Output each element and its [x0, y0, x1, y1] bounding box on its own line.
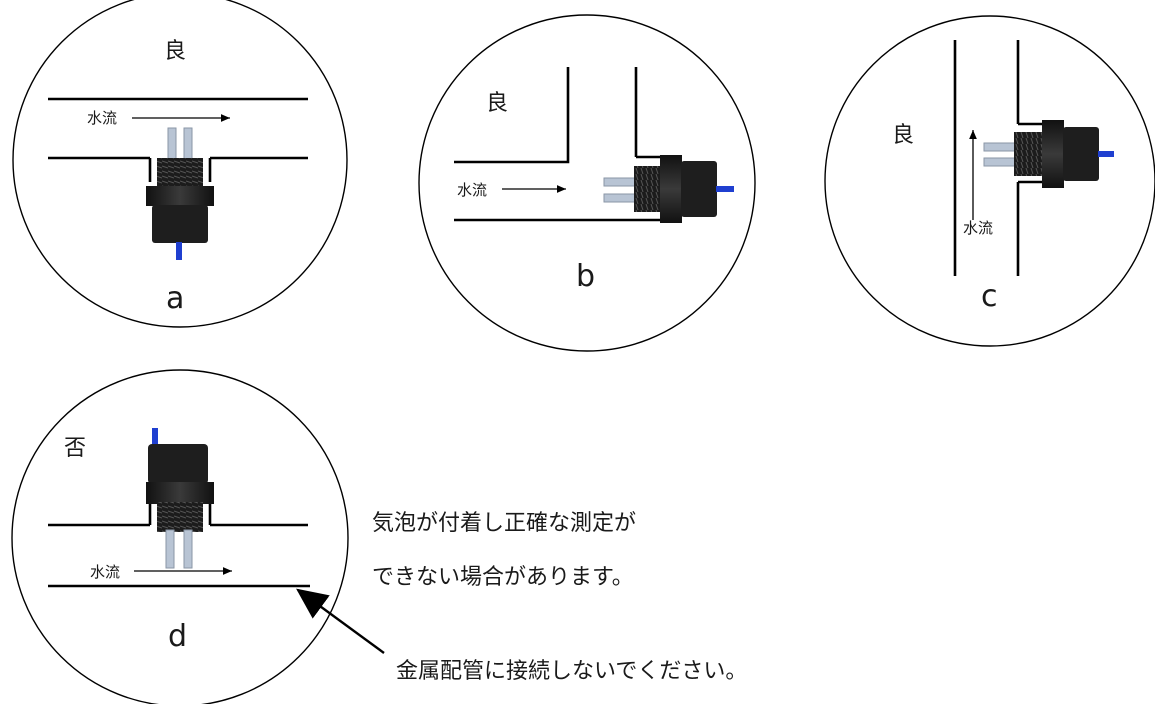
diagram-a-letter: a	[166, 281, 184, 316]
sensor-nut	[146, 482, 214, 504]
sensor-body	[148, 444, 208, 484]
electrode-pin	[983, 157, 1019, 167]
bubble-warning-line2: できない場合があります。	[372, 565, 634, 590]
sensor-thread	[157, 502, 203, 532]
diagram-c: 良 水流 c	[824, 15, 1155, 347]
flow-label: 水流	[457, 181, 487, 199]
sensor-wire	[152, 428, 158, 446]
sensor-body	[1063, 127, 1099, 181]
diagram-a: 良 水流 a	[12, 0, 348, 328]
electrode-pin	[183, 529, 193, 569]
diagram-b: 良 水流 b	[418, 14, 756, 352]
sensor-body	[681, 161, 717, 217]
diagram-c-circle	[824, 15, 1155, 347]
diagram-a-circle	[12, 0, 348, 328]
metal-pipe-arrow	[296, 588, 385, 654]
diagram-d-rating: 否	[64, 436, 86, 461]
diagram-d: 否 水流 d	[11, 369, 349, 704]
diagram-d-circle	[11, 369, 349, 704]
sensor	[603, 155, 734, 223]
sensor-thread	[634, 166, 664, 212]
diagram-b-circle	[418, 14, 756, 352]
sensor-nut	[660, 155, 682, 223]
diagram-c-letter: c	[981, 279, 998, 314]
sensor-wire	[1098, 151, 1114, 157]
pipe-wall	[454, 67, 570, 164]
sensor-body	[152, 205, 208, 243]
bubble-warning-line1: 気泡が付着し正確な測定が	[372, 511, 636, 536]
electrode-pin	[183, 127, 193, 161]
flow-label: 水流	[963, 219, 993, 237]
sensor-thread	[1014, 132, 1046, 176]
diagram-c-rating: 良	[892, 123, 914, 148]
electrode-pin	[165, 529, 175, 569]
sensor	[146, 428, 214, 569]
electrode-pin	[983, 142, 1019, 152]
sensor-thread	[157, 158, 203, 190]
flow-label: 水流	[87, 109, 117, 127]
sensor	[146, 127, 214, 260]
sensor-nut	[1042, 120, 1064, 188]
sensor-wire	[716, 186, 734, 192]
diagram-b-rating: 良	[486, 91, 508, 116]
sensor	[983, 120, 1114, 188]
diagram-a-rating: 良	[164, 39, 186, 64]
sensor-wire	[176, 242, 182, 260]
sensor-nut	[146, 186, 214, 206]
metal-pipe-warning: 金属配管に接続しないでください。	[396, 659, 747, 684]
diagram-b-letter: b	[576, 259, 595, 294]
flow-label: 水流	[90, 563, 120, 581]
electrode-pin	[167, 127, 177, 161]
diagram-d-letter: d	[168, 619, 187, 654]
